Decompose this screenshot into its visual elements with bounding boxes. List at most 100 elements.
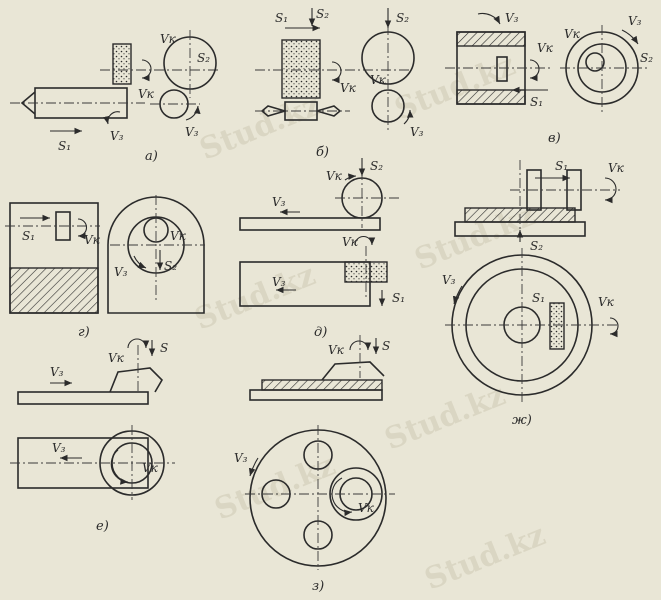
watermark: Stud.kz xyxy=(190,258,320,338)
panel-label-z: з) xyxy=(312,579,324,594)
s1-label: S₁ xyxy=(58,139,71,153)
v3-arrow-a xyxy=(185,105,201,121)
vk-label: Vк xyxy=(537,41,554,55)
v3-label: V₃ xyxy=(410,125,424,139)
s-label: S xyxy=(160,341,168,355)
v3-label: V₃ xyxy=(234,451,248,465)
panel-b: S₁ S₂ S₂ Vк Vк V₃ б) xyxy=(255,7,424,160)
panel-label-b: б) xyxy=(316,145,329,160)
watermark: Stud.kz xyxy=(195,88,325,168)
vk-label: Vк xyxy=(170,229,187,243)
s2-label: S₂ xyxy=(370,159,383,173)
panel-v: V₃ Vк S₁ Vк V₃ S₂ в) xyxy=(445,11,653,146)
s-label: S xyxy=(382,339,390,353)
s2-label: S₂ xyxy=(640,51,653,65)
plate-d-lower xyxy=(261,379,383,391)
panel-label-g: г) xyxy=(78,325,90,340)
vk-label: Vк xyxy=(142,461,159,475)
v3-arrow-z xyxy=(248,457,259,477)
vk-arrow-d-lower xyxy=(349,340,372,351)
vk-label: Vк xyxy=(160,32,177,46)
cup-profile-d xyxy=(321,361,385,381)
center-left xyxy=(20,91,36,115)
s2-label: S₂ xyxy=(197,51,210,65)
v3-label: V₃ xyxy=(628,14,642,28)
panel-zh: S₁ Vк S₂ V₃ S₁ Vк ж) xyxy=(442,159,625,428)
wheel-small-v xyxy=(585,52,605,72)
s2-label: S₂ xyxy=(530,239,543,253)
panel-label-a: а) xyxy=(145,149,158,164)
v3-label: V₃ xyxy=(505,11,519,25)
vk-label: Vк xyxy=(608,161,625,175)
v3-arrow-g xyxy=(133,255,147,269)
v3-rot-a xyxy=(103,111,121,125)
watermark: Stud.kz xyxy=(210,448,340,528)
plate-top xyxy=(239,217,381,231)
v3-label: V₃ xyxy=(110,129,124,143)
s1-label: S₁ xyxy=(530,95,543,109)
v3-label: V₃ xyxy=(272,275,286,289)
cup-wheel-profile xyxy=(109,367,164,393)
vk-label: Vк xyxy=(138,87,155,101)
grinding-wheel-zh xyxy=(549,302,565,350)
vk-arrow-zh xyxy=(604,177,617,204)
s1-label: S₁ xyxy=(22,229,35,243)
s2-label: S₂ xyxy=(396,11,409,25)
s1-label: S₁ xyxy=(275,11,288,25)
plate-bottom xyxy=(239,261,371,307)
vk-arrow-d xyxy=(344,173,357,181)
panel-d-lower: Vк S xyxy=(249,335,390,401)
s2-label: S₂ xyxy=(316,7,329,21)
s1-label: S₁ xyxy=(555,159,568,173)
v3-arrow-v xyxy=(477,12,501,25)
grinding-wheel-a xyxy=(112,43,132,85)
v3-arrow-b xyxy=(403,109,414,125)
panel-e: Vк S V₃ V₃ Vк е) xyxy=(10,338,175,534)
vk-label: Vк xyxy=(108,351,125,365)
panel-label-d: д) xyxy=(314,325,327,340)
grinding-wheel-b xyxy=(281,39,321,99)
vk-arrow-v xyxy=(529,59,540,82)
v3-label: V₃ xyxy=(442,273,456,287)
panel-label-v: в) xyxy=(548,131,561,146)
vk-arrow-z xyxy=(331,477,353,517)
v3-arrow-v2 xyxy=(621,29,639,45)
panel-d: Vк S₂ V₃ Vк V₃ S₁ д) xyxy=(239,158,405,340)
vk-arrow-g xyxy=(77,218,87,240)
vk-label: Vк xyxy=(84,233,101,247)
grinding-wheel-v xyxy=(496,56,508,82)
vk-label: Vк xyxy=(598,295,615,309)
watermark: Stud.kz xyxy=(380,378,510,458)
vk-rot-d xyxy=(354,236,376,246)
vk-arrow-zh2 xyxy=(609,317,619,338)
vk-arrow-a xyxy=(141,59,152,82)
vk-label: Vк xyxy=(328,343,345,357)
panel-label-e: е) xyxy=(96,519,109,534)
vk-rot-e xyxy=(110,449,129,485)
s1-label: S₁ xyxy=(392,291,405,305)
v3-label: V₃ xyxy=(272,195,286,209)
panel-a: Vк S₂ Vк V₃ V₃ S₁ а) xyxy=(10,30,220,164)
watermark: Stud.kz xyxy=(420,518,550,598)
s2-label: S₂ xyxy=(164,259,177,273)
vk-arrow-e xyxy=(127,338,150,349)
vk-label: Vк xyxy=(340,81,357,95)
base-d-lower xyxy=(249,389,383,401)
panel-label-zh: ж) xyxy=(512,413,532,428)
panel-z: V₃ Vк з) xyxy=(234,425,395,594)
housing-front xyxy=(107,196,205,314)
v3-label: V₃ xyxy=(52,441,66,455)
v3-label: V₃ xyxy=(114,265,128,279)
s1-label: S₁ xyxy=(532,291,545,305)
panel-g: S₁ Vк Vк V₃ S₂ г) xyxy=(5,195,205,340)
vk-label: Vк xyxy=(358,501,375,515)
plate-e xyxy=(17,391,149,405)
v3-arrow-zh xyxy=(452,285,463,305)
vk-label: Vк xyxy=(370,73,387,87)
v3-label: V₃ xyxy=(185,125,199,139)
vk-label: Vк xyxy=(342,235,359,249)
vk-label: Vк xyxy=(326,169,343,183)
vk-arrow-b xyxy=(331,61,342,84)
